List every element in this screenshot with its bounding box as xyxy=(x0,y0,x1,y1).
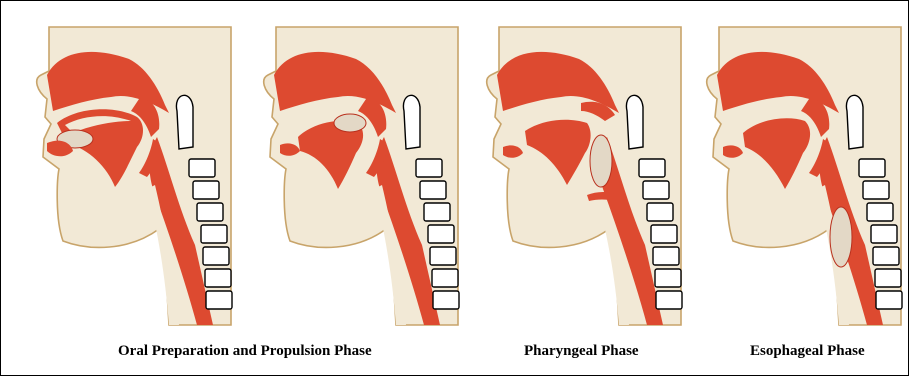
vertebra-c6 xyxy=(651,225,677,243)
vertebra-t2 xyxy=(876,291,902,309)
vertebra-c4 xyxy=(193,181,219,199)
vertebra-c7 xyxy=(203,247,229,265)
vertebra-c5 xyxy=(424,203,450,221)
vertebra-c7 xyxy=(430,247,456,265)
panel-oral-propulsion xyxy=(246,19,462,337)
vertebra-t1 xyxy=(205,269,231,287)
vertebra-c3 xyxy=(859,159,885,177)
vertebra-t2 xyxy=(433,291,459,309)
food-bolus xyxy=(590,135,612,187)
vertebra-c4 xyxy=(420,181,446,199)
vertebra-c2 xyxy=(626,95,643,149)
panel-oral-preparation xyxy=(19,19,235,337)
vertebra-c3 xyxy=(189,159,215,177)
panel-esophageal xyxy=(689,19,905,337)
vertebra-c5 xyxy=(647,203,673,221)
head-cross-section-oral-prep xyxy=(19,19,235,337)
caption-oral-phase: Oral Preparation and Propulsion Phase xyxy=(118,343,372,360)
vertebra-c6 xyxy=(871,225,897,243)
vertebra-t2 xyxy=(656,291,682,309)
caption-pharyngeal-phase: Pharyngeal Phase xyxy=(524,343,639,360)
vertebra-c3 xyxy=(416,159,442,177)
vertebra-c6 xyxy=(201,225,227,243)
head-cross-section-propulsion xyxy=(246,19,462,337)
vertebra-t1 xyxy=(875,269,901,287)
head-cross-section-esophageal xyxy=(689,19,905,337)
vertebra-c5 xyxy=(867,203,893,221)
vertebra-c7 xyxy=(873,247,899,265)
panel-pharyngeal xyxy=(469,19,685,337)
vertebra-c4 xyxy=(863,181,889,199)
vertebra-c3 xyxy=(639,159,665,177)
vertebra-c6 xyxy=(428,225,454,243)
food-bolus xyxy=(830,207,852,267)
vertebra-c2 xyxy=(846,95,863,149)
food-bolus xyxy=(334,114,366,132)
vertebra-c4 xyxy=(643,181,669,199)
caption-esophageal-phase: Esophageal Phase xyxy=(750,343,865,360)
vertebra-t2 xyxy=(206,291,232,309)
vertebra-t1 xyxy=(432,269,458,287)
vertebra-c7 xyxy=(653,247,679,265)
vertebra-c5 xyxy=(197,203,223,221)
head-cross-section-pharyngeal xyxy=(469,19,685,337)
vertebra-c2 xyxy=(176,95,193,149)
vertebra-c2 xyxy=(403,95,420,149)
vertebra-t1 xyxy=(655,269,681,287)
